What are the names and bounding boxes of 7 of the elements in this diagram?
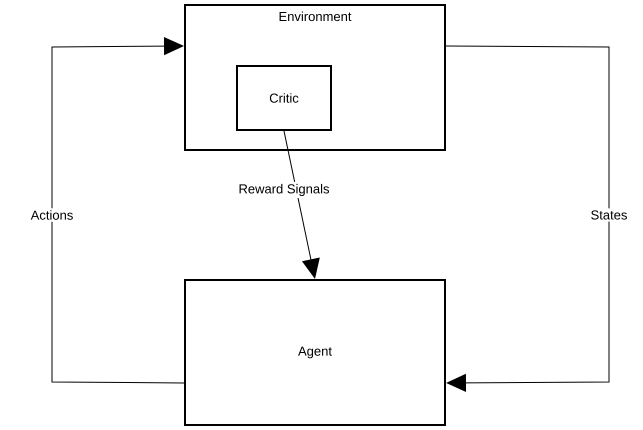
arrow (446, 46, 610, 392)
edge-label: Actions (28, 208, 76, 222)
agent-box: Agent (184, 278, 446, 426)
arrow (52, 37, 184, 384)
edge-label: Reward Signals (236, 182, 332, 198)
edge-label: States (588, 208, 630, 222)
critic-box: Critic (236, 65, 332, 131)
